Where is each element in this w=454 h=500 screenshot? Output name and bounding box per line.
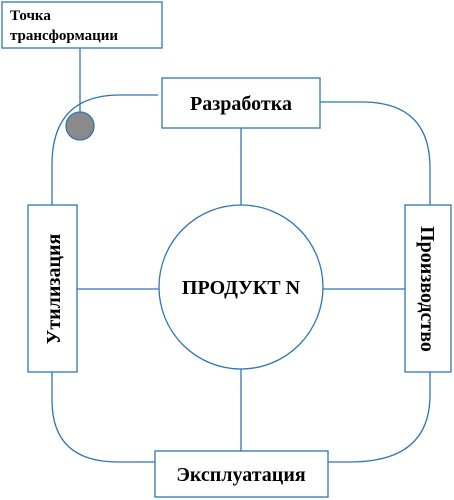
product-label: ПРОДУКТ N	[182, 277, 301, 299]
transformation-label-box	[1, 1, 163, 49]
stage-production-box	[404, 204, 452, 373]
stage-operation-label: Эксплуатация	[176, 464, 306, 486]
transformation-label-line2: трансформации	[10, 28, 118, 44]
transformation-label-line1: Точка	[10, 8, 51, 24]
transformation-point-marker	[65, 111, 95, 141]
stage-disposal-label: Утилизация	[43, 233, 65, 344]
stage-development-box	[161, 77, 321, 129]
stage-disposal-box	[27, 204, 78, 373]
stage-production-label: Производство	[416, 226, 438, 352]
stage-operation-box	[154, 450, 329, 498]
product-circle	[158, 204, 324, 370]
stage-development-label: Разработка	[190, 93, 292, 115]
